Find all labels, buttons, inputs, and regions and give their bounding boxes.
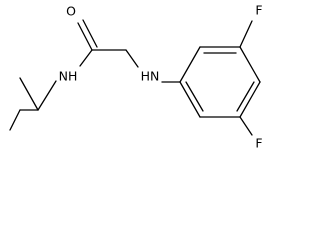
bond-carbonyl-o-2 <box>82 19 98 48</box>
bond-ch-methyl <box>19 77 39 111</box>
bond-nh-carbonyl <box>79 49 93 67</box>
atom-amine-nitrogen-label: HN <box>141 69 160 84</box>
ring-bond-6 <box>179 81 201 118</box>
bond-ring-f-bottom <box>239 116 253 136</box>
atom-oxygen-label: O <box>66 4 76 19</box>
bond-ch-nh <box>37 80 57 111</box>
bond-carbonyl-o-1 <box>77 22 93 51</box>
ring-bond-4 <box>239 81 261 118</box>
ring-double-bond-3 <box>185 81 204 112</box>
atom-amide-nitrogen-label: NH <box>59 69 78 84</box>
ring-bond-3 <box>239 46 261 83</box>
atom-fluorine-top-label: F <box>255 3 262 18</box>
ring-bond-1 <box>179 46 201 83</box>
structure-diagram: O NH HN F F <box>9 3 263 151</box>
bond-ch2-hn <box>125 49 139 68</box>
ring-double-bond-2 <box>236 81 255 112</box>
atom-fluorine-bottom-label: F <box>255 136 262 151</box>
bond-ring-f-top <box>239 20 253 48</box>
bond-ethyl-ch2-ch3 <box>9 109 21 131</box>
